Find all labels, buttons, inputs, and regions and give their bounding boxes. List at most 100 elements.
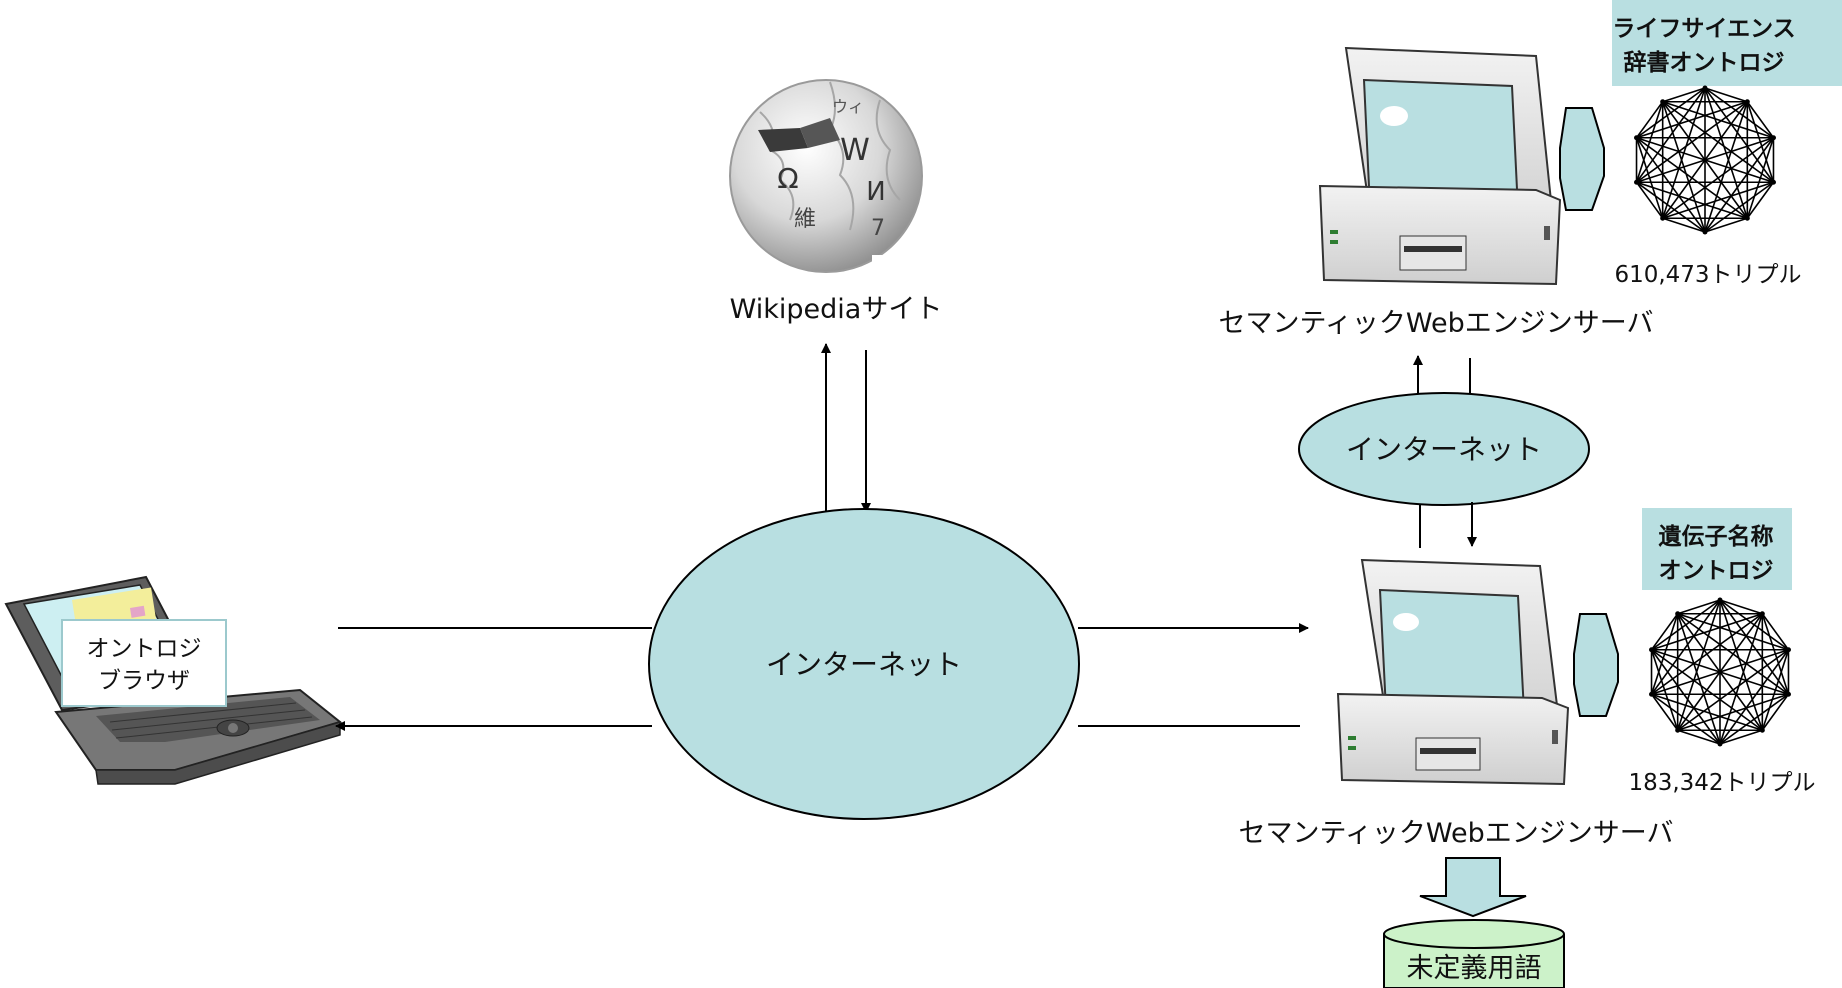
ontology-browser-label-line1: オントロジ (87, 636, 202, 662)
undefined-terms-database-icon (1383, 919, 1565, 988)
ontology-edge (1635, 181, 1664, 219)
ontology-node (1702, 229, 1708, 235)
ontology-edge (1677, 729, 1721, 745)
ontology-edge (1636, 181, 1706, 233)
wiki-glyph-w: W (840, 133, 870, 168)
bottom-double-arrow-icon (1573, 613, 1619, 717)
internet-cloud-small-label: インターネット (1346, 433, 1542, 466)
ontology-node (1717, 597, 1723, 603)
ontology-node (1770, 179, 1776, 185)
ontology-edge (1704, 217, 1748, 233)
ontology-edge (1677, 693, 1789, 732)
ontology-edge (1661, 101, 1706, 233)
ontology-edge (1651, 649, 1763, 731)
ontology-edge (1746, 181, 1775, 219)
ontology-node (1770, 135, 1776, 141)
ontology-edge (1650, 613, 1679, 651)
ontology-edge (1635, 101, 1664, 139)
ontology-node (1675, 611, 1681, 617)
bottom-server-computer-icon (1336, 558, 1570, 786)
top-ontology-title-box: ライフサイエンス 辞書オントロジ (1612, 0, 1842, 86)
wiki-glyph-ui: ウィ (832, 97, 864, 116)
ontology-node (1717, 741, 1723, 747)
bottom-server-label: セマンティックWebエンジンサーバ (1239, 818, 1674, 849)
top-ontology-title-line2: 辞書オントロジ (1624, 49, 1785, 76)
ontology-edge (1635, 137, 1706, 233)
wiki-glyph-omega: Ω (777, 162, 798, 195)
top-server-computer-icon (1318, 46, 1562, 286)
ontology-edge (1650, 599, 1721, 695)
wikipedia-globe-icon: Ω W И 維 7 ウィ (729, 79, 923, 273)
ontology-edge (1704, 87, 1775, 183)
bottom-ontology-title-box: 遺伝子名称 オントロジ (1642, 508, 1792, 590)
ontology-edge (1635, 137, 1664, 219)
wiki-glyph-7: 7 (871, 216, 885, 241)
bottom-ontology-graph-icon (1649, 597, 1791, 747)
block-arrow-down-icon (1419, 857, 1527, 918)
top-triple-count: 610,473トリプル (1614, 262, 1801, 288)
ontology-edge (1761, 693, 1790, 731)
ontology-node (1744, 99, 1750, 105)
ontology-edge (1662, 101, 1774, 183)
internet-cloud-main (648, 508, 1080, 820)
ontology-edge (1719, 729, 1763, 745)
top-double-arrow-icon (1559, 107, 1605, 211)
top-server-label: セマンティックWebエンジンサーバ (1219, 308, 1654, 339)
wiki-glyph-i: И (866, 177, 885, 207)
bottom-triple-count: 183,342トリプル (1628, 770, 1815, 796)
undefined-terms-label: 未定義用語 (1407, 953, 1542, 984)
ontology-browser-label: オントロジ ブラウザ (61, 619, 227, 707)
ontology-edge (1677, 612, 1789, 651)
ontology-edge (1635, 101, 1664, 183)
ontology-node (1785, 691, 1791, 697)
bottom-ontology-title-line2: オントロジ (1659, 558, 1774, 584)
ontology-edge (1677, 613, 1789, 695)
wiki-glyph-kanji: 維 (794, 207, 816, 232)
ontology-browser-label-line2: ブラウザ (98, 668, 190, 694)
ontology-edge (1761, 613, 1790, 651)
internet-cloud-small (1298, 392, 1590, 506)
internet-cloud-main-label: インターネット (766, 648, 962, 681)
ontology-node (1660, 215, 1666, 221)
ontology-edge (1662, 87, 1706, 103)
ontology-edge (1662, 217, 1706, 233)
ontology-edge (1636, 137, 1748, 219)
ontology-edge (1719, 649, 1790, 745)
ontology-edge (1676, 613, 1721, 745)
ontology-edge (1662, 181, 1774, 220)
ontology-edge (1635, 87, 1706, 183)
ontology-node (1634, 179, 1640, 185)
ontology-node (1759, 727, 1765, 733)
ontology-node (1759, 611, 1765, 617)
ontology-node (1649, 691, 1655, 697)
ontology-edge (1636, 181, 1748, 220)
ontology-node (1744, 215, 1750, 221)
ontology-edge (1650, 613, 1679, 695)
ontology-edge (1719, 599, 1763, 615)
ontology-edge (1650, 649, 1679, 731)
ontology-edge (1662, 100, 1774, 139)
ontology-node (1660, 99, 1666, 105)
ontology-edge (1704, 137, 1775, 233)
top-ontology-title-line1: ライフサイエンス (1612, 16, 1795, 42)
ontology-node (1785, 647, 1791, 653)
wikipedia-site-label: Wikipediaサイト (730, 294, 943, 325)
ontology-edge (1704, 87, 1748, 103)
ontology-edge (1719, 599, 1790, 695)
ontology-edge (1651, 693, 1763, 732)
ontology-edge (1677, 613, 1763, 731)
ontology-edge (1651, 693, 1721, 745)
ontology-edge (1650, 649, 1721, 745)
ontology-node (1634, 135, 1640, 141)
ontology-edge (1636, 100, 1748, 139)
ontology-node (1675, 727, 1681, 733)
ontology-edge (1651, 612, 1763, 651)
bottom-ontology-title-line1: 遺伝子名称 (1659, 523, 1774, 550)
ontology-node (1702, 85, 1708, 91)
ontology-edge (1677, 599, 1721, 615)
ontology-edge (1650, 693, 1679, 731)
ontology-edge (1746, 101, 1775, 139)
ontology-node (1649, 647, 1655, 653)
top-ontology-graph-icon (1634, 85, 1776, 235)
